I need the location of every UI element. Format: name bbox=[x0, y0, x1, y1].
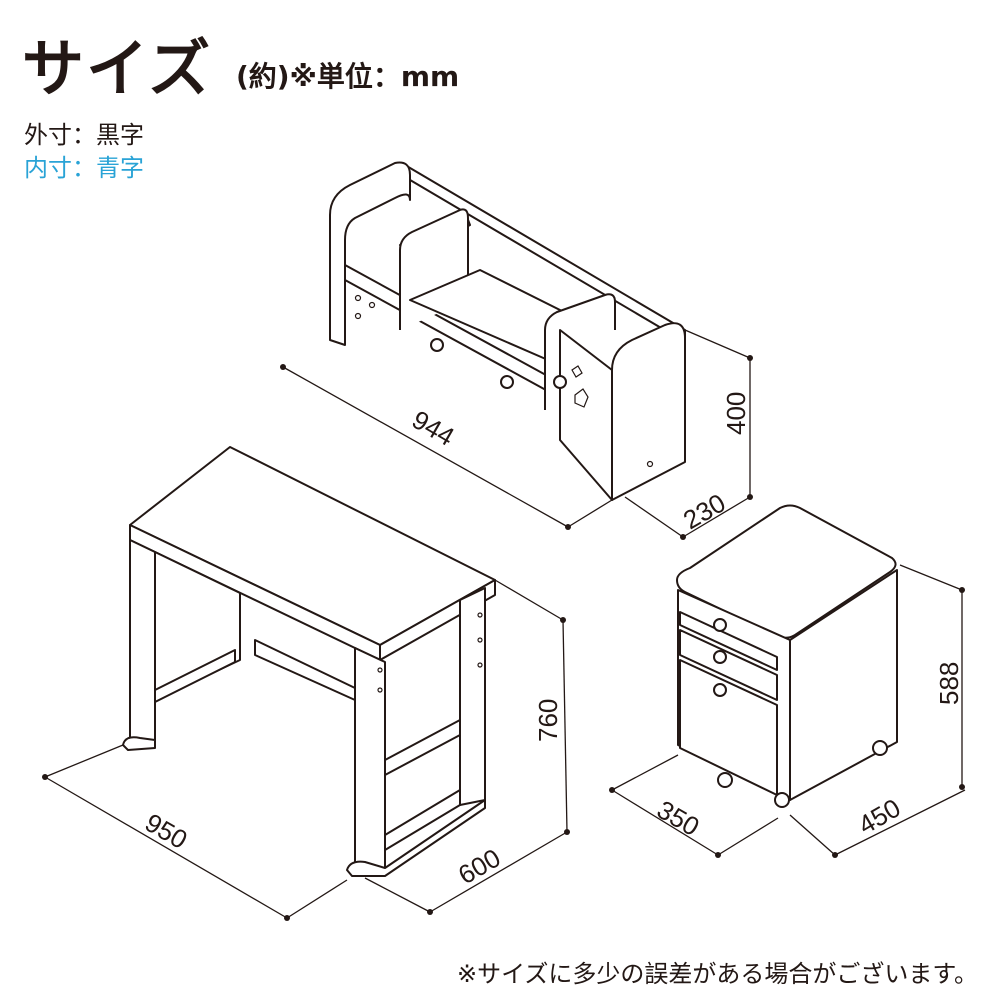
unit-label: (約)※単位：mm bbox=[236, 60, 460, 93]
wagon-width-label: 350 bbox=[652, 794, 705, 842]
wagon-height-label: 588 bbox=[934, 662, 964, 705]
desk-depth-label: 600 bbox=[453, 843, 506, 891]
shelf-width-label: 944 bbox=[407, 404, 460, 452]
legend-outer: 外寸：黒字 bbox=[24, 121, 144, 149]
desk-height-label: 760 bbox=[533, 699, 563, 742]
legend-inner: 内寸：青字 bbox=[24, 154, 144, 182]
wagon-drawing bbox=[676, 504, 898, 808]
shelf-depth-label: 230 bbox=[678, 488, 731, 536]
shelf-drawing bbox=[329, 161, 686, 501]
page-title: サイズ bbox=[22, 32, 213, 105]
desk-width-label: 950 bbox=[140, 807, 193, 855]
disclaimer-note: ※サイズに多少の誤差がある場合がございます。 bbox=[457, 960, 978, 988]
shelf-height-label: 400 bbox=[721, 392, 751, 435]
wagon-depth-label: 450 bbox=[853, 793, 906, 841]
desk-drawing bbox=[122, 446, 496, 877]
